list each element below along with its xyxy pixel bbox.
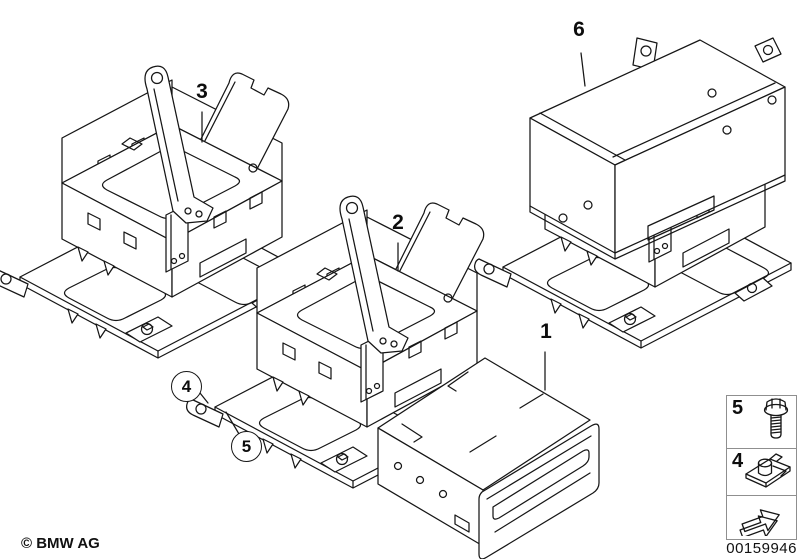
hex-bolt-icon bbox=[759, 397, 793, 448]
diagram-image-number: 00159946 bbox=[726, 540, 797, 557]
bmw-copyright: © BMW AG bbox=[21, 535, 100, 552]
cage-nut-icon bbox=[743, 450, 793, 495]
cd-changer-unit bbox=[377, 357, 600, 559]
callout-part-2[interactable]: 2 bbox=[392, 211, 404, 234]
legend-row-cage-nut: 4 bbox=[727, 449, 796, 496]
direction-arrow-icon bbox=[733, 496, 791, 541]
callout-leader-lines bbox=[199, 52, 586, 435]
fastener-legend-box: 5 4 bbox=[726, 395, 797, 540]
legend-row-bolt: 5 bbox=[727, 396, 796, 449]
callout-part-1[interactable]: 1 bbox=[540, 320, 552, 343]
legend-label-5[interactable]: 5 bbox=[732, 397, 744, 419]
callout-part-4[interactable]: 4 bbox=[171, 371, 202, 402]
callout-part-5[interactable]: 5 bbox=[231, 431, 262, 462]
callout-part-3[interactable]: 3 bbox=[196, 80, 208, 103]
callout-part-6[interactable]: 6 bbox=[573, 18, 585, 41]
cover-bracket-6 bbox=[529, 37, 786, 260]
legend-label-4[interactable]: 4 bbox=[732, 450, 744, 472]
legend-row-direction bbox=[727, 496, 796, 541]
